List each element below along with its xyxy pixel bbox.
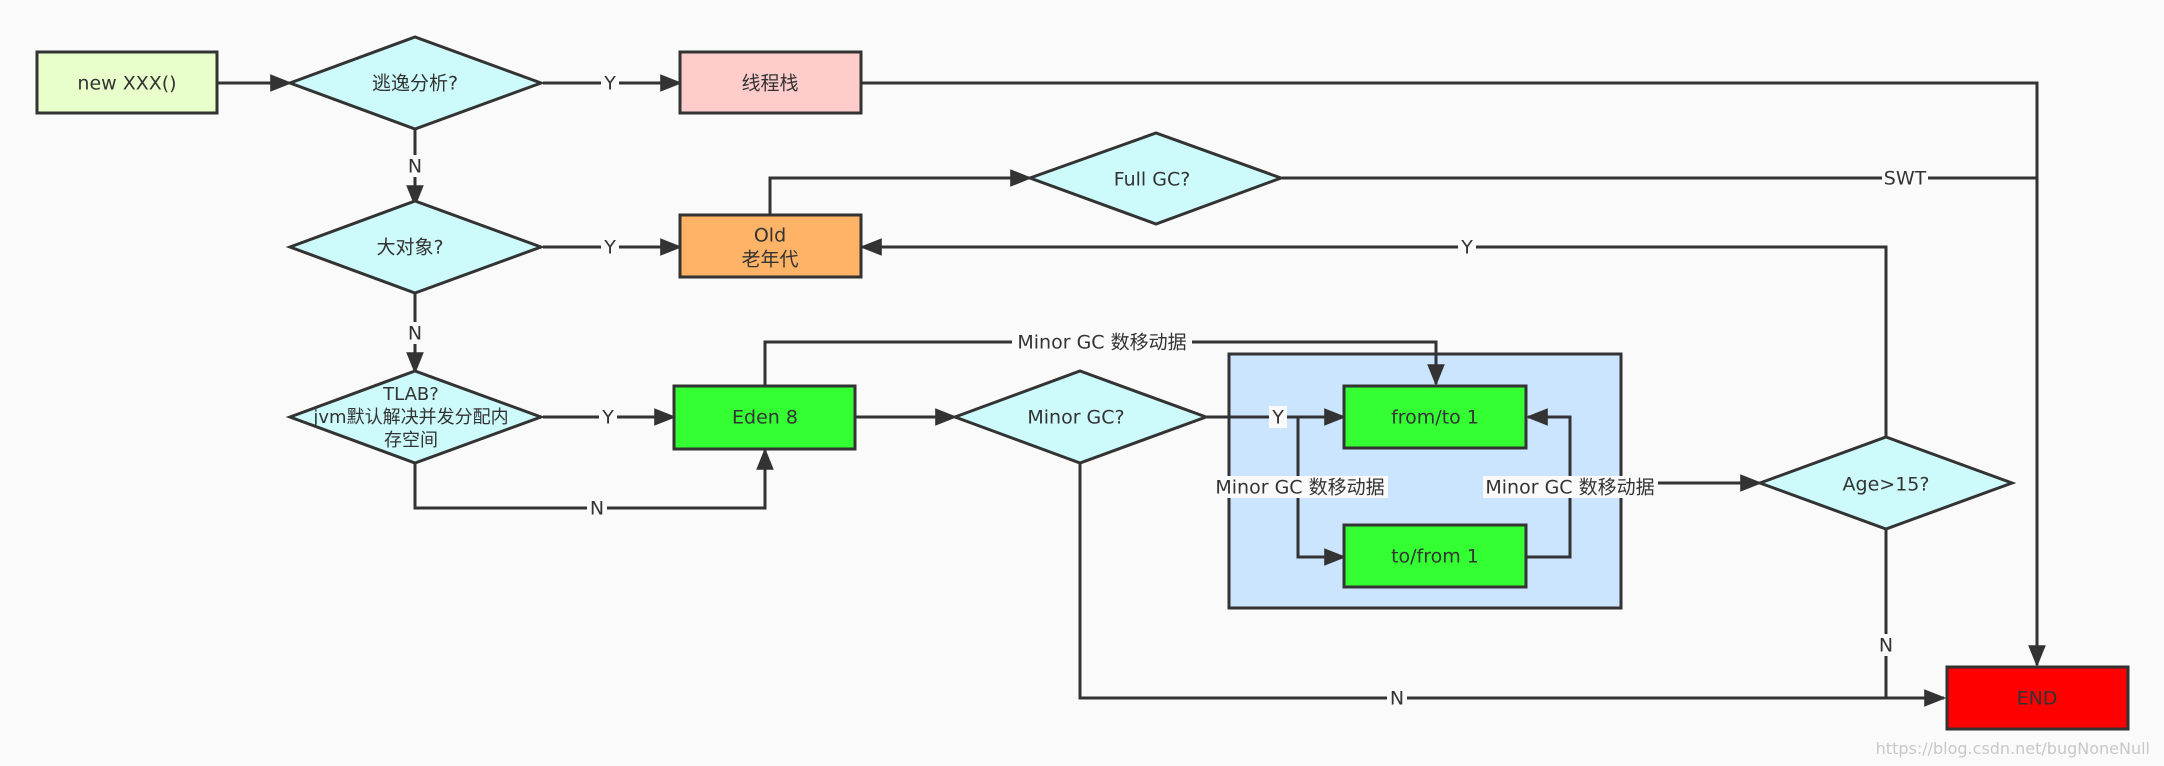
- tlab-label-line1: TLAB?: [382, 384, 439, 405]
- full-gc-swt-label: SWT: [1884, 168, 1927, 190]
- edge-labels: Y N Y N Y N Minor GC 数移动据 Y N Minor GC 数…: [405, 72, 1928, 710]
- node-labels: new XXX() 逃逸分析? 线程栈 大对象? Old 老年代 Full GC…: [77, 73, 2057, 710]
- escape-analysis-label: 逃逸分析?: [372, 73, 458, 95]
- minor-no-label: N: [1390, 688, 1404, 710]
- start-label: new XXX(): [77, 73, 176, 95]
- survivor-right-label: Minor GC 数移动据: [1485, 477, 1654, 499]
- old-generation-node: [678, 213, 863, 279]
- to-from-label: to/from 1: [1391, 546, 1479, 568]
- escape-yes-label: Y: [603, 73, 616, 95]
- age-decision: [1755, 435, 2017, 531]
- edge-minorgc-no: [1078, 463, 1947, 707]
- tlab-label-line3: 存空间: [384, 430, 438, 451]
- from-to-label: from/to 1: [1391, 407, 1479, 429]
- large-no-label: N: [408, 323, 422, 345]
- watermark: https://blog.csdn.net/bugNoneNull: [1876, 739, 2150, 758]
- edge-threadstack-to-end: [861, 81, 2046, 668]
- full-gc-label: Full GC?: [1114, 169, 1191, 191]
- to-from-survivor-node: [1342, 523, 1528, 589]
- nodes: [35, 35, 2130, 731]
- minor-gc-label: Minor GC?: [1027, 407, 1124, 429]
- end-label: END: [2017, 688, 2058, 710]
- start-node: [35, 50, 219, 115]
- thread-stack-node: [678, 50, 863, 115]
- large-object-decision: [285, 199, 546, 295]
- old-subtitle-label: 老年代: [741, 249, 798, 271]
- large-object-label: 大对象?: [376, 237, 443, 259]
- minor-yes-label: Y: [1271, 407, 1284, 429]
- tlab-label-line2: jvm默认解决并发分配内: [312, 407, 508, 428]
- edge-survivor-left: [1296, 417, 1347, 566]
- survivor-left-label: Minor GC 数移动据: [1215, 477, 1384, 499]
- eden-label: Eden 8: [732, 407, 798, 429]
- edge-age-yes: [859, 238, 1888, 437]
- tlab-decision: [285, 369, 546, 465]
- large-yes-label: Y: [603, 237, 616, 259]
- age-no-label: N: [1879, 635, 1893, 657]
- minor-gc-decision: [950, 369, 1211, 465]
- tlab-yes-label: Y: [601, 407, 614, 429]
- eden-node: [672, 384, 857, 451]
- full-gc-decision: [1025, 131, 1286, 226]
- thread-stack-label: 线程栈: [741, 73, 798, 95]
- age-yes-label: Y: [1460, 237, 1473, 259]
- escape-analysis-decision: [285, 35, 546, 131]
- tlab-no-label: N: [590, 498, 604, 520]
- age-label: Age>15?: [1843, 474, 1930, 496]
- eden-to-survivor-label: Minor GC 数移动据: [1017, 332, 1186, 354]
- end-node: [1945, 665, 2130, 731]
- escape-no-label: N: [408, 156, 422, 178]
- old-title-label: Old: [754, 225, 786, 247]
- edge-old-to-fullgc: [768, 169, 1033, 215]
- from-to-survivor-node: [1342, 384, 1528, 450]
